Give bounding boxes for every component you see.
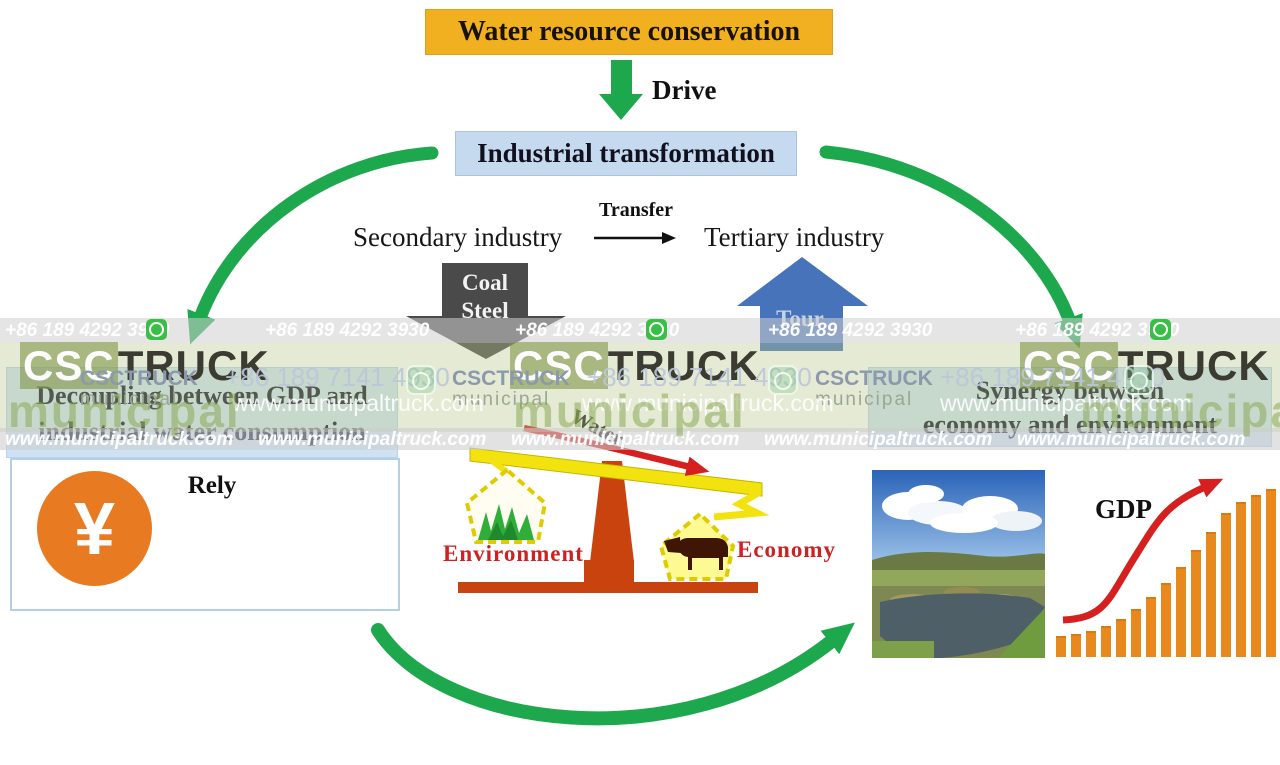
cycle-arrow-right	[819, 145, 1083, 349]
gdp-bar	[1176, 567, 1186, 657]
gdp-bar	[1266, 489, 1276, 657]
gdp-label: GDP	[1095, 494, 1152, 524]
gdp-bar	[1161, 583, 1171, 657]
environment-label: Environment	[443, 541, 584, 566]
gdp-bar	[1146, 597, 1156, 657]
gdp-bar	[1116, 619, 1126, 657]
drive-arrow	[599, 60, 643, 120]
gdp-bar	[1056, 636, 1066, 657]
left-panel-header: Decoupling between GDP and industrial wa…	[6, 367, 398, 458]
plant-icon	[478, 504, 534, 540]
right-panel-title-line2: economy and environment	[922, 410, 1218, 439]
yuan-icon: ¥	[37, 471, 152, 586]
gdp-bar	[1101, 626, 1111, 657]
tertiary-industry-label: Tertiary industry	[704, 222, 885, 252]
right-panel-title-line1: Synergy between	[975, 376, 1165, 405]
right-panel-header: Synergy between economy and environment	[868, 367, 1272, 447]
balance-scale-illustration	[458, 424, 770, 593]
gdp-bar	[1221, 513, 1231, 657]
drive-label: Drive	[652, 75, 717, 105]
secondary-industry-label: Secondary industry	[353, 222, 563, 252]
gdp-bar	[1071, 634, 1081, 657]
gdp-bar	[1191, 550, 1201, 657]
transfer-label: Transfer	[598, 199, 674, 221]
coal-label: Coal	[462, 270, 508, 295]
water-resource-conservation-box: Water resource conservation	[425, 9, 833, 55]
title-label: Water resource conservation	[457, 16, 801, 47]
gdp-bar-chart	[1056, 465, 1278, 657]
gdp-bar	[1236, 502, 1246, 657]
tour-label: Tour	[776, 306, 824, 331]
cycle-arrow-left	[187, 146, 439, 345]
cow-icon	[664, 537, 728, 570]
yuan-symbol: ¥	[73, 486, 116, 570]
gdp-bar	[1251, 495, 1261, 657]
landscape-photo	[872, 470, 1045, 658]
steel-label: Steel	[461, 298, 509, 323]
gdp-bar	[1086, 631, 1096, 657]
cycle-arrow-bottom	[371, 622, 855, 726]
industrial-label: Industrial transformation	[477, 138, 775, 168]
left-panel-title-line1: Decoupling between GDP and	[36, 381, 368, 410]
industrial-transformation-box: Industrial transformation	[455, 131, 797, 176]
economy-label: Economy	[737, 537, 836, 562]
tour-arrow-shape	[737, 257, 868, 351]
rely-label: Rely	[187, 472, 237, 499]
gdp-bar	[1206, 532, 1216, 657]
gdp-trend-arrow	[1062, 478, 1224, 624]
gdp-bar	[1131, 609, 1141, 657]
left-panel-title-line2: industrial water consumption	[38, 417, 366, 446]
